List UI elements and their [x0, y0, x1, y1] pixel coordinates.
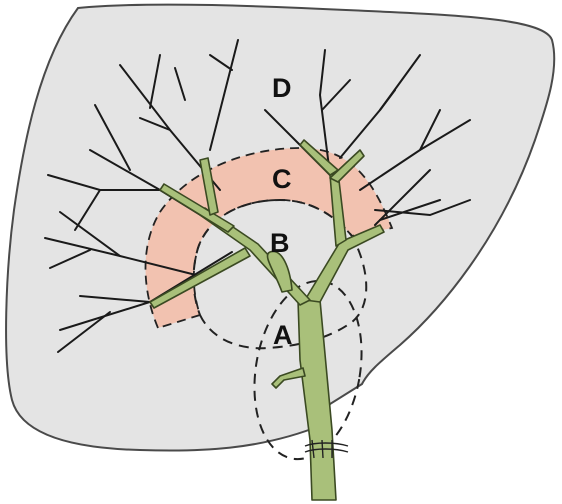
- label-c: C: [272, 164, 292, 194]
- label-d: D: [272, 73, 292, 103]
- label-a: A: [273, 320, 293, 350]
- label-b: B: [270, 228, 290, 258]
